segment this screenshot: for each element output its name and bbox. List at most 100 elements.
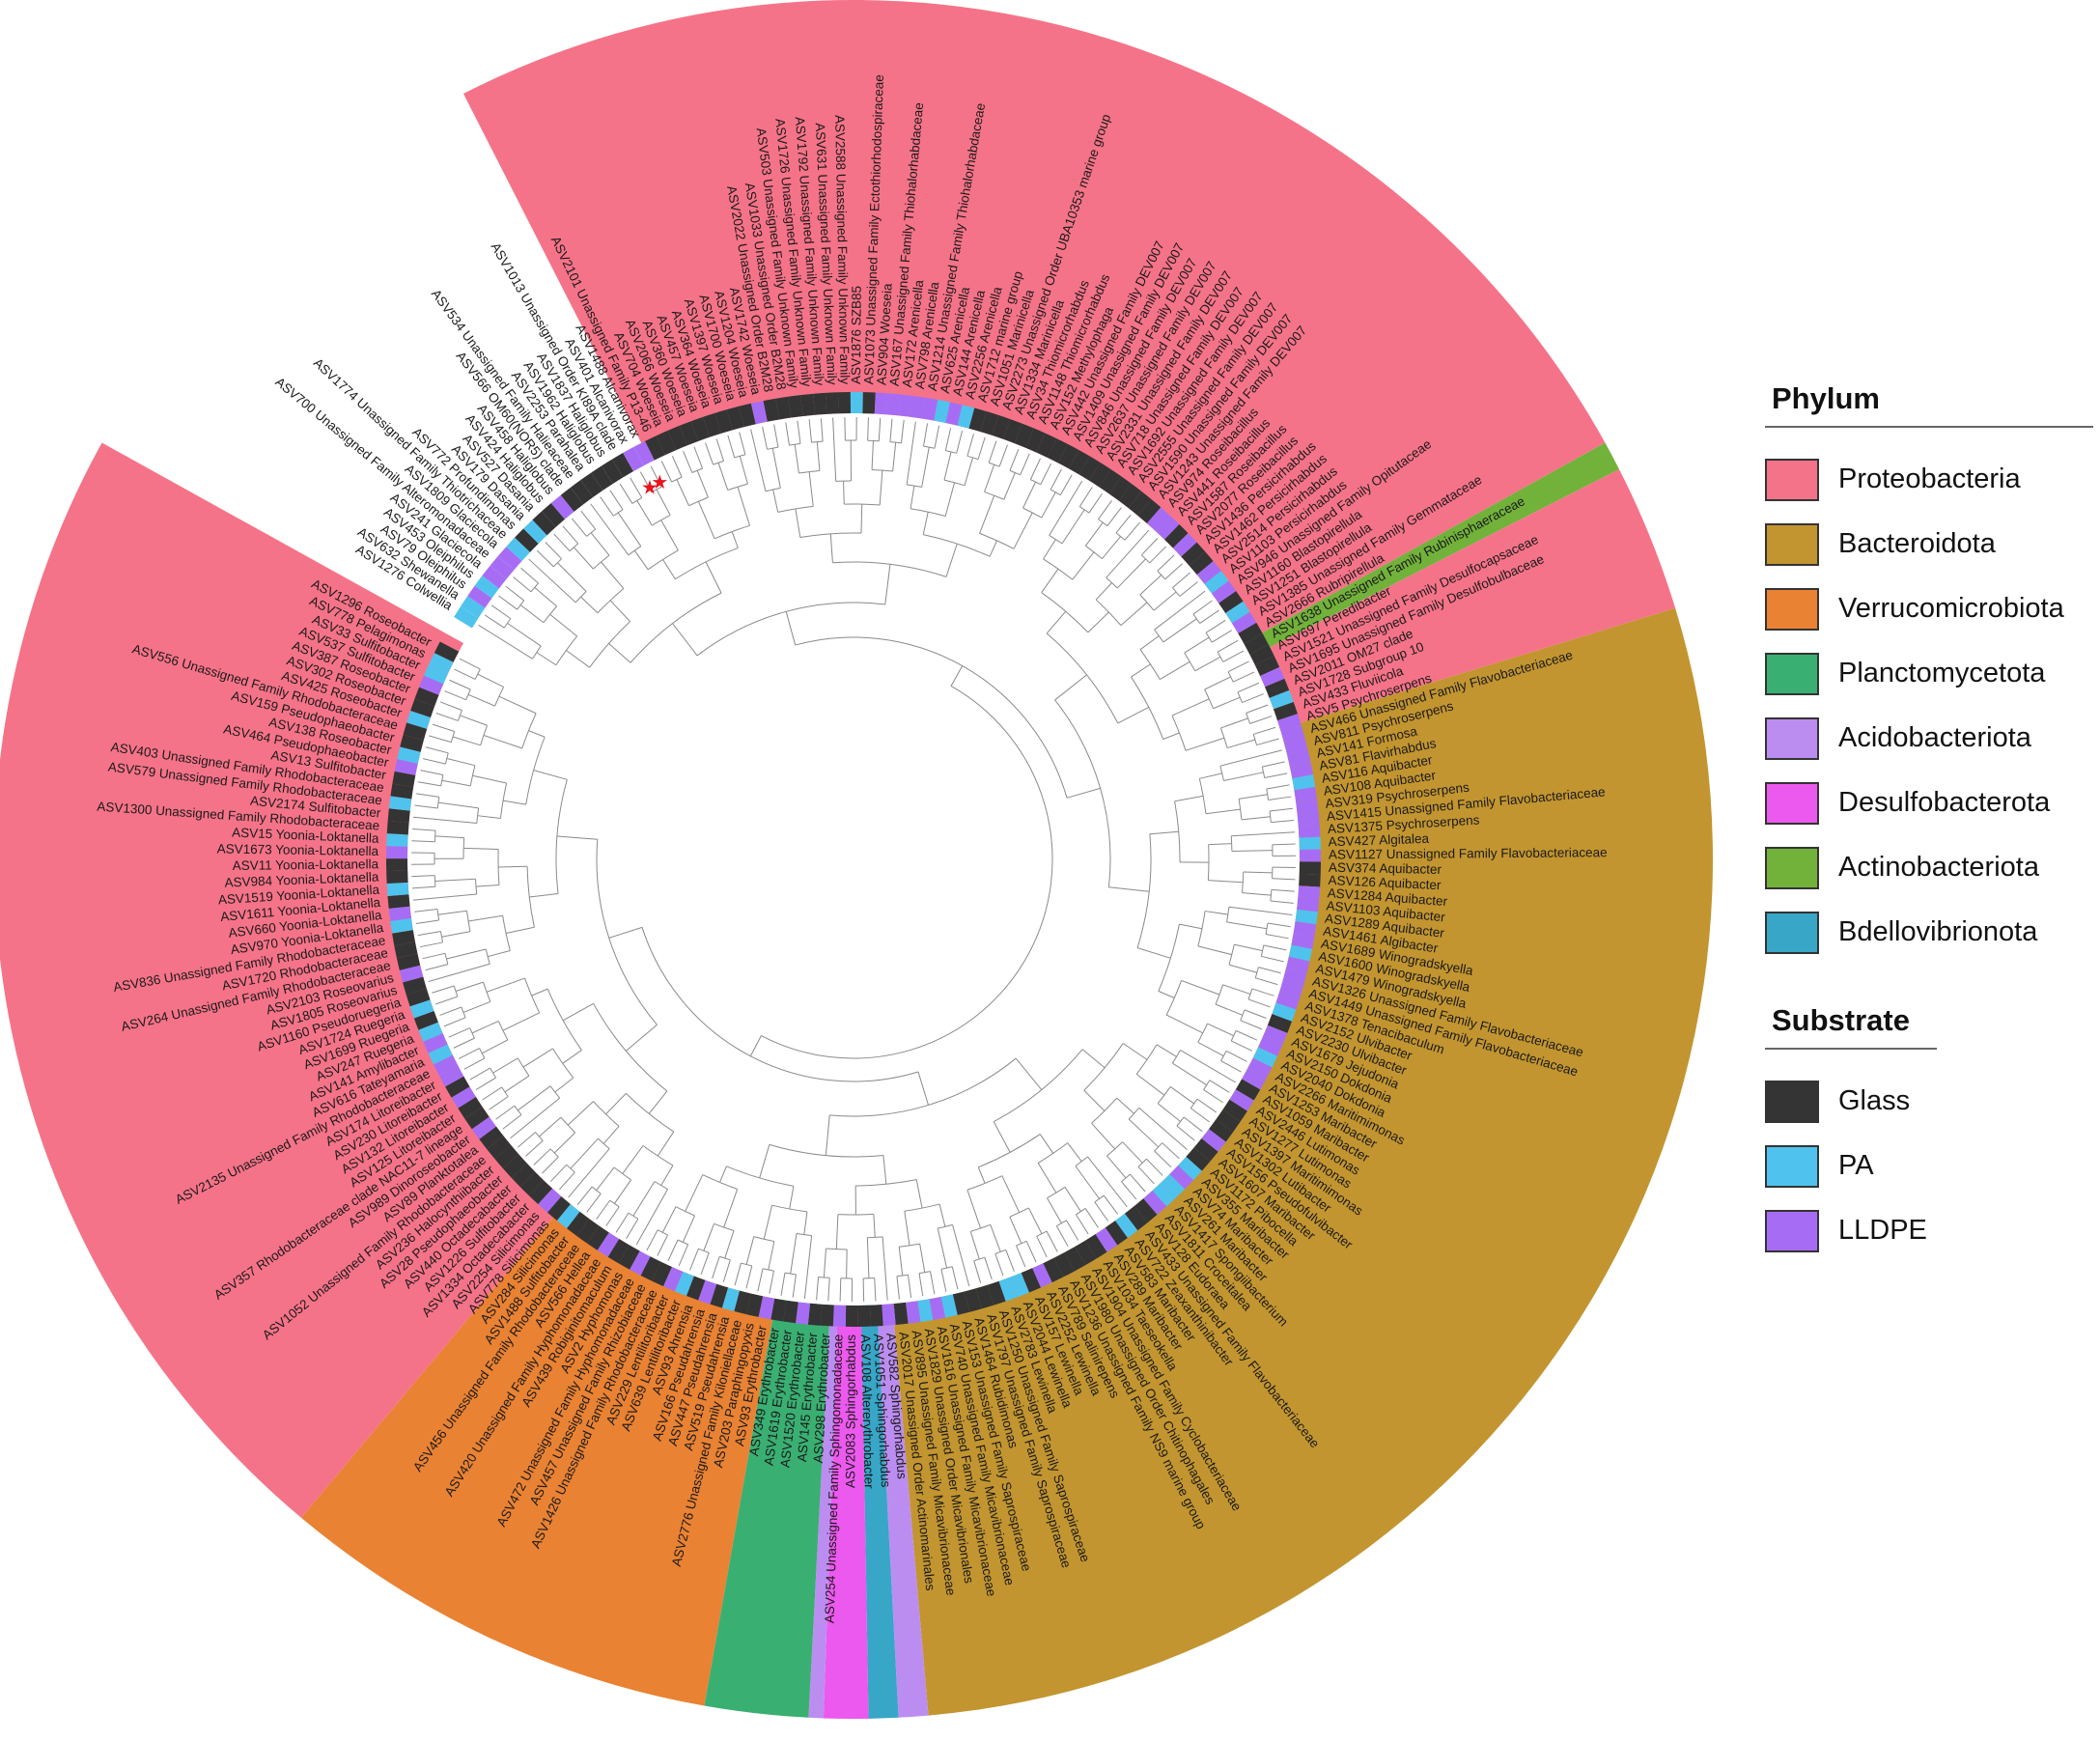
branch-arc bbox=[1121, 1173, 1131, 1183]
branch bbox=[1239, 794, 1268, 800]
substrate-cell bbox=[1036, 433, 1057, 458]
branch bbox=[1157, 554, 1175, 572]
branch bbox=[789, 1186, 795, 1210]
branch bbox=[923, 423, 929, 447]
branch bbox=[490, 604, 512, 620]
substrate-cell bbox=[633, 440, 655, 466]
branch bbox=[636, 500, 653, 526]
substrate-cell bbox=[386, 833, 408, 847]
branch bbox=[428, 963, 490, 982]
substrate-cell bbox=[690, 416, 711, 441]
substrate-legend-item: LLDPE bbox=[1765, 1198, 2093, 1263]
substrate-cell bbox=[410, 698, 435, 718]
branch-arc bbox=[654, 1181, 668, 1190]
branch bbox=[525, 1139, 544, 1157]
branch bbox=[518, 1132, 536, 1148]
branch-arc bbox=[1037, 1142, 1069, 1164]
branch bbox=[657, 1234, 668, 1256]
branch bbox=[693, 446, 704, 469]
substrate-cell bbox=[783, 1300, 798, 1324]
branch-arc bbox=[609, 1199, 620, 1208]
substrate-cell bbox=[1134, 1198, 1158, 1223]
branch bbox=[1039, 1134, 1054, 1154]
branch-arc bbox=[767, 446, 779, 450]
branch bbox=[956, 430, 964, 454]
branch bbox=[557, 562, 587, 592]
branch bbox=[639, 471, 653, 492]
branch bbox=[977, 436, 986, 460]
branch-arc bbox=[889, 441, 902, 444]
branch bbox=[498, 595, 518, 610]
branch bbox=[866, 1237, 870, 1278]
substrate-cell bbox=[403, 976, 427, 995]
branch bbox=[1009, 1216, 1022, 1244]
substrate-cell bbox=[394, 759, 418, 775]
branch bbox=[601, 561, 625, 589]
branch bbox=[1059, 474, 1073, 495]
branch bbox=[646, 1229, 658, 1251]
branch bbox=[596, 1166, 615, 1191]
substrate-cell bbox=[429, 653, 454, 673]
branch bbox=[495, 1105, 516, 1120]
branch bbox=[1180, 1050, 1236, 1083]
branch bbox=[492, 1057, 518, 1074]
branch bbox=[750, 429, 767, 491]
substrate-cell bbox=[479, 1126, 504, 1150]
branch bbox=[463, 1057, 486, 1070]
substrate-cell bbox=[467, 585, 492, 608]
substrate-cell bbox=[406, 988, 431, 1007]
branch bbox=[1115, 514, 1132, 534]
branch-arc bbox=[984, 491, 1004, 500]
substrate-cell bbox=[1085, 1234, 1107, 1259]
branch bbox=[1154, 1150, 1172, 1168]
branch bbox=[990, 1224, 1001, 1252]
branch bbox=[502, 1012, 540, 1031]
branch-arc bbox=[514, 1105, 522, 1115]
branch bbox=[1197, 1041, 1224, 1056]
substrate-cell bbox=[434, 641, 460, 662]
branch bbox=[1179, 923, 1203, 930]
branch bbox=[608, 643, 631, 663]
branch bbox=[700, 1252, 710, 1276]
branch bbox=[472, 774, 507, 784]
substrate-cell bbox=[796, 1302, 811, 1325]
substrate-legend-divider bbox=[1765, 1048, 1937, 1050]
branch bbox=[1213, 696, 1241, 710]
substrate-cell bbox=[386, 821, 409, 835]
branch bbox=[727, 435, 736, 459]
phylum-legend-label: Desulfobacterota bbox=[1838, 787, 2051, 818]
branch bbox=[910, 486, 915, 509]
branch bbox=[1106, 1155, 1127, 1179]
substrate-cell bbox=[474, 576, 499, 599]
tree-background bbox=[407, 413, 1300, 1306]
substrate-cell bbox=[1025, 428, 1046, 453]
substrate-cell bbox=[445, 1076, 470, 1098]
substrate-cell bbox=[1095, 1227, 1118, 1252]
branch bbox=[656, 489, 671, 516]
branch-arc bbox=[688, 496, 709, 507]
substrate-cell bbox=[406, 711, 431, 729]
branch-arc bbox=[811, 440, 824, 443]
substrate-cell bbox=[674, 1271, 694, 1297]
substrate-cell bbox=[1298, 824, 1321, 838]
substrate-cell bbox=[763, 398, 780, 422]
branch bbox=[1222, 984, 1251, 995]
substrate-cell bbox=[392, 930, 415, 946]
branch bbox=[1171, 698, 1210, 716]
branch-arc bbox=[1242, 871, 1245, 893]
branch-arc bbox=[1030, 479, 1042, 486]
branch bbox=[1162, 618, 1197, 643]
substrate-cell bbox=[910, 395, 926, 419]
branch bbox=[1015, 1057, 1043, 1090]
branch bbox=[1207, 1023, 1234, 1037]
branch bbox=[745, 1236, 755, 1265]
substrate-cell bbox=[1242, 1068, 1267, 1090]
substrate-cell bbox=[775, 396, 792, 420]
branch-arc bbox=[1139, 649, 1161, 680]
substrate-cell bbox=[1299, 873, 1321, 887]
substrate-swatch bbox=[1765, 1144, 1819, 1188]
branch bbox=[1003, 472, 1016, 500]
branch bbox=[415, 919, 439, 924]
branch bbox=[846, 1249, 848, 1278]
